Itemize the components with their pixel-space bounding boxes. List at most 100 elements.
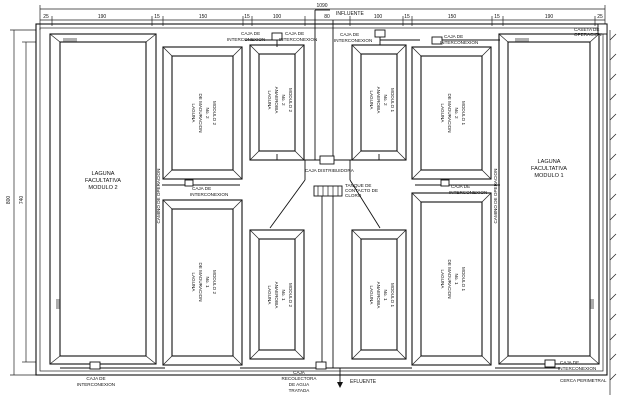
ana-2-bot-line-1: LAGUNA	[267, 286, 272, 306]
caja-distribuidora-label: CAJA DISTRIBUIDORA	[305, 168, 355, 173]
ana-2-top-line-4: MODULO 2	[288, 88, 293, 112]
caja-recolectora-line-2: RECOLECTORA	[282, 376, 318, 381]
laguna-maduracion-1-modulo-2: LAGUNA DE MADURACION No. 1 MODULO 2	[162, 199, 243, 366]
caseta-operacion-line-1: CASETA DE	[574, 27, 599, 32]
mad-1-bot-line-3: No. 1	[454, 274, 459, 285]
mad-2-bot-line-1: LAGUNA	[191, 273, 196, 293]
caja-inter-label-2a: CAJA DE	[285, 31, 304, 36]
laguna-anaerobia-2-modulo-2: LAGUNA ANAEROBIA No. 2 MODULO 2	[249, 44, 305, 161]
dim-seg-9: 15	[404, 14, 410, 20]
caja-inter-label-1a: CAJA DE	[241, 31, 260, 36]
outlet-facultativa-2	[56, 299, 60, 309]
total-width-label: 1090	[316, 3, 327, 9]
tanque-contacto-line-1: TANQUE DE	[345, 183, 371, 188]
piping	[60, 9, 560, 388]
left-dimensions: 800 740	[6, 29, 36, 376]
caja-inter-label-7a: CAJA DE	[86, 376, 105, 381]
ana-1-top-line-4: MODULO 1	[390, 88, 395, 112]
ana-1-bot-line-1: LAGUNA	[369, 286, 374, 306]
tanque-contacto-line-2: CONTACTO DE	[345, 188, 378, 193]
dim-seg-11: 15	[494, 14, 500, 20]
dim-seg-4: 150	[199, 14, 208, 20]
dim-seg-6: 100	[273, 14, 282, 20]
caja-interconexion-mid-left	[184, 179, 194, 187]
mad-2-top-line-2: DE MADURACION	[198, 93, 203, 132]
caja-inter-label-7b: INTERCONEXION	[77, 382, 115, 387]
facultativa-1-line-2: FACULTATIVA	[531, 166, 567, 172]
facultativa-2-line-2: FACULTATIVA	[85, 178, 121, 184]
ana-2-bot-line-4: MODULO 2	[288, 283, 293, 307]
ana-1-bot-line-2: ANAEROBIA	[376, 282, 381, 310]
caja-recolectora-box	[315, 361, 327, 370]
ana-2-top-line-1: LAGUNA	[267, 91, 272, 111]
mad-1-top-line-4: MODULO 1	[461, 101, 466, 125]
caja-recolectora-line-1: CAJA	[293, 370, 306, 375]
facultativa-1-line-3: MODULO 1	[534, 173, 563, 179]
ana-1-bot-line-3: No. 1	[383, 290, 388, 301]
caja-interconexion-bottom-left	[89, 361, 101, 370]
mad-1-top-line-1: LAGUNA	[440, 104, 445, 124]
ana-2-bot-line-2: ANAEROBIA	[274, 282, 279, 310]
laguna-facultativa-modulo-2: LAGUNA FACULTATIVA MODULO 2	[49, 33, 157, 365]
mad-2-top-line-3: No. 2	[205, 108, 210, 119]
caja-inter-label-3a: CAJA DE	[340, 32, 359, 37]
caja-recolectora-line-3: DE AGUA	[289, 382, 310, 387]
dim-seg-7: 80	[324, 14, 330, 20]
efluente-label: EFLUENTE	[350, 379, 377, 385]
ana-2-top-line-3: No. 2	[281, 95, 286, 106]
caja-interconexion-mid-right	[440, 179, 450, 187]
caja-inter-label-8b: INTERCONEXION	[558, 366, 596, 371]
top-dimensions: 1090 25 190 15 150 15 100 80 100 15 150 …	[39, 3, 606, 30]
caja-inter-label-5b: INTERCONEXION	[190, 192, 228, 197]
caja-interconexion-top-center	[374, 29, 386, 38]
facultativa-1-line-1: LAGUNA	[537, 159, 560, 165]
caja-interconexion-top-right	[431, 36, 443, 45]
perimeter-fence	[35, 23, 608, 376]
mad-2-bot-line-4: MODULO 2	[212, 270, 217, 294]
caja-inter-label-5a: CAJA DE	[192, 186, 211, 191]
caja-inter-label-6a: CAJA DE	[451, 184, 470, 189]
caja-inter-label-4a: CAJA DE	[444, 34, 463, 39]
dim-seg-10: 150	[448, 14, 457, 20]
ana-1-bot-line-4: MODULO 1	[390, 283, 395, 307]
caja-inter-label-1b: INTERCONEXION	[227, 37, 265, 42]
caja-inter-label-8a: CAJA DE	[560, 360, 579, 365]
left-total-label: 800	[6, 196, 12, 205]
ana-1-top-line-3: No. 2	[383, 95, 388, 106]
dim-seg-2: 190	[98, 14, 107, 20]
caja-recolectora-line-4: TRATADA	[289, 388, 311, 393]
laguna-facultativa-modulo-1: LAGUNA FACULTATIVA MODULO 1	[498, 33, 600, 365]
mad-2-bot-line-2: DE MADURACION	[198, 262, 203, 301]
ana-2-bot-line-3: No. 1	[281, 290, 286, 301]
caseta-operacion-line-2: OPERACION	[574, 32, 602, 37]
dim-seg-12: 190	[545, 14, 554, 20]
facultativa-2-line-3: MODULO 2	[88, 185, 117, 191]
caja-inter-label-4b: INTERCONEXION	[440, 40, 478, 45]
mad-2-top-line-1: LAGUNA	[191, 104, 196, 124]
right-hatching	[609, 30, 617, 395]
caja-interconexion-bottom-right	[544, 359, 556, 368]
ana-1-top-line-1: LAGUNA	[369, 91, 374, 111]
caja-interconexion-top-left	[271, 32, 283, 41]
mad-2-top-line-4: MODULO 2	[212, 101, 217, 125]
cerca-perimetral-label: CERCA PERIMETRAL	[560, 378, 607, 383]
laguna-maduracion-2-modulo-2: LAGUNA DE MADURACION No. 2 MODULO 2	[162, 46, 243, 180]
influente-label: INFLUENTE	[336, 11, 364, 17]
mad-1-top-line-2: DE MADURACION	[447, 93, 452, 132]
mad-1-top-line-3: No. 2	[454, 108, 459, 119]
laguna-maduracion-2-modulo-1: LAGUNA DE MADURACION No. 2 MODULO 1	[411, 46, 492, 180]
dim-seg-1: 25	[43, 14, 49, 20]
dim-seg-3: 15	[154, 14, 160, 20]
efluente-arrow-icon	[337, 382, 343, 388]
laguna-maduracion-1-modulo-1: LAGUNA DE MADURACION No. 1 MODULO 1	[411, 192, 492, 366]
laguna-anaerobia-2-modulo-1: LAGUNA ANAEROBIA No. 2 MODULO 1	[351, 44, 407, 161]
mad-1-bot-line-4: MODULO 1	[461, 267, 466, 291]
laguna-anaerobia-1-modulo-1: LAGUNA ANAEROBIA No. 1 MODULO 1	[351, 229, 407, 360]
structures	[56, 23, 608, 370]
caseta-operacion-box	[597, 23, 608, 35]
inlet-facultativa-2	[63, 38, 77, 42]
tanque-contacto-line-3: CLORO	[345, 193, 362, 198]
caja-distribuidora-box	[319, 155, 335, 165]
caja-inter-label-3b: INTERCONEXION	[334, 38, 372, 43]
